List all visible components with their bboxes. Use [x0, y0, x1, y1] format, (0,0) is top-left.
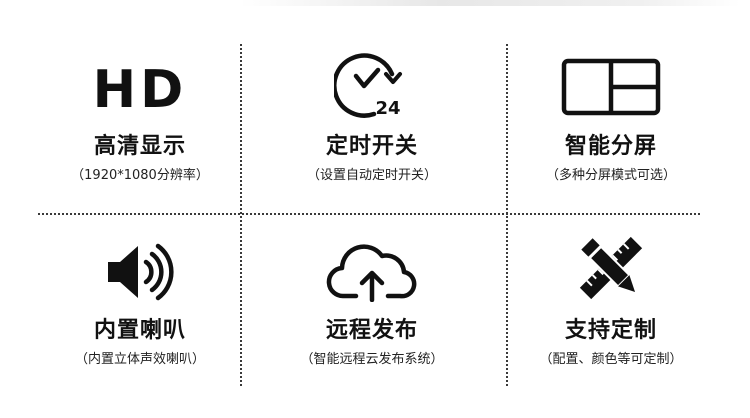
- split-screen-icon: [494, 58, 728, 116]
- feature-title: 定时开关: [325, 134, 418, 159]
- feature-title: 智能分屏: [564, 134, 657, 159]
- feature-title: 高清显示: [93, 134, 186, 159]
- feature-title: 远程发布: [325, 318, 418, 343]
- feature-subtitle: （多种分屏模式可选）: [545, 168, 676, 183]
- feature-subtitle: （1920*1080分辨率）: [71, 168, 209, 183]
- feature-title: 支持定制: [564, 318, 657, 343]
- horizontal-divider: [38, 213, 700, 215]
- hd-icon: HD: [92, 60, 188, 120]
- vertical-divider-right: [506, 44, 508, 386]
- feature-title: 内置喇叭: [93, 318, 186, 343]
- feature-subtitle: （智能远程云发布系统）: [300, 352, 444, 367]
- cloud-upload-icon: [255, 238, 489, 302]
- pencil-ruler-icon: [494, 234, 728, 302]
- speaker-icon: [23, 240, 257, 304]
- feature-subtitle: （配置、颜色等可定制）: [539, 352, 683, 367]
- clock-24-icon: 24: [255, 52, 489, 120]
- svg-text:24: 24: [375, 98, 400, 119]
- vertical-divider-left: [240, 44, 242, 386]
- feature-subtitle: （内置立体声效喇叭）: [74, 352, 205, 367]
- feature-subtitle: （设置自动定时开关）: [306, 168, 437, 183]
- top-shadow: [240, 0, 740, 6]
